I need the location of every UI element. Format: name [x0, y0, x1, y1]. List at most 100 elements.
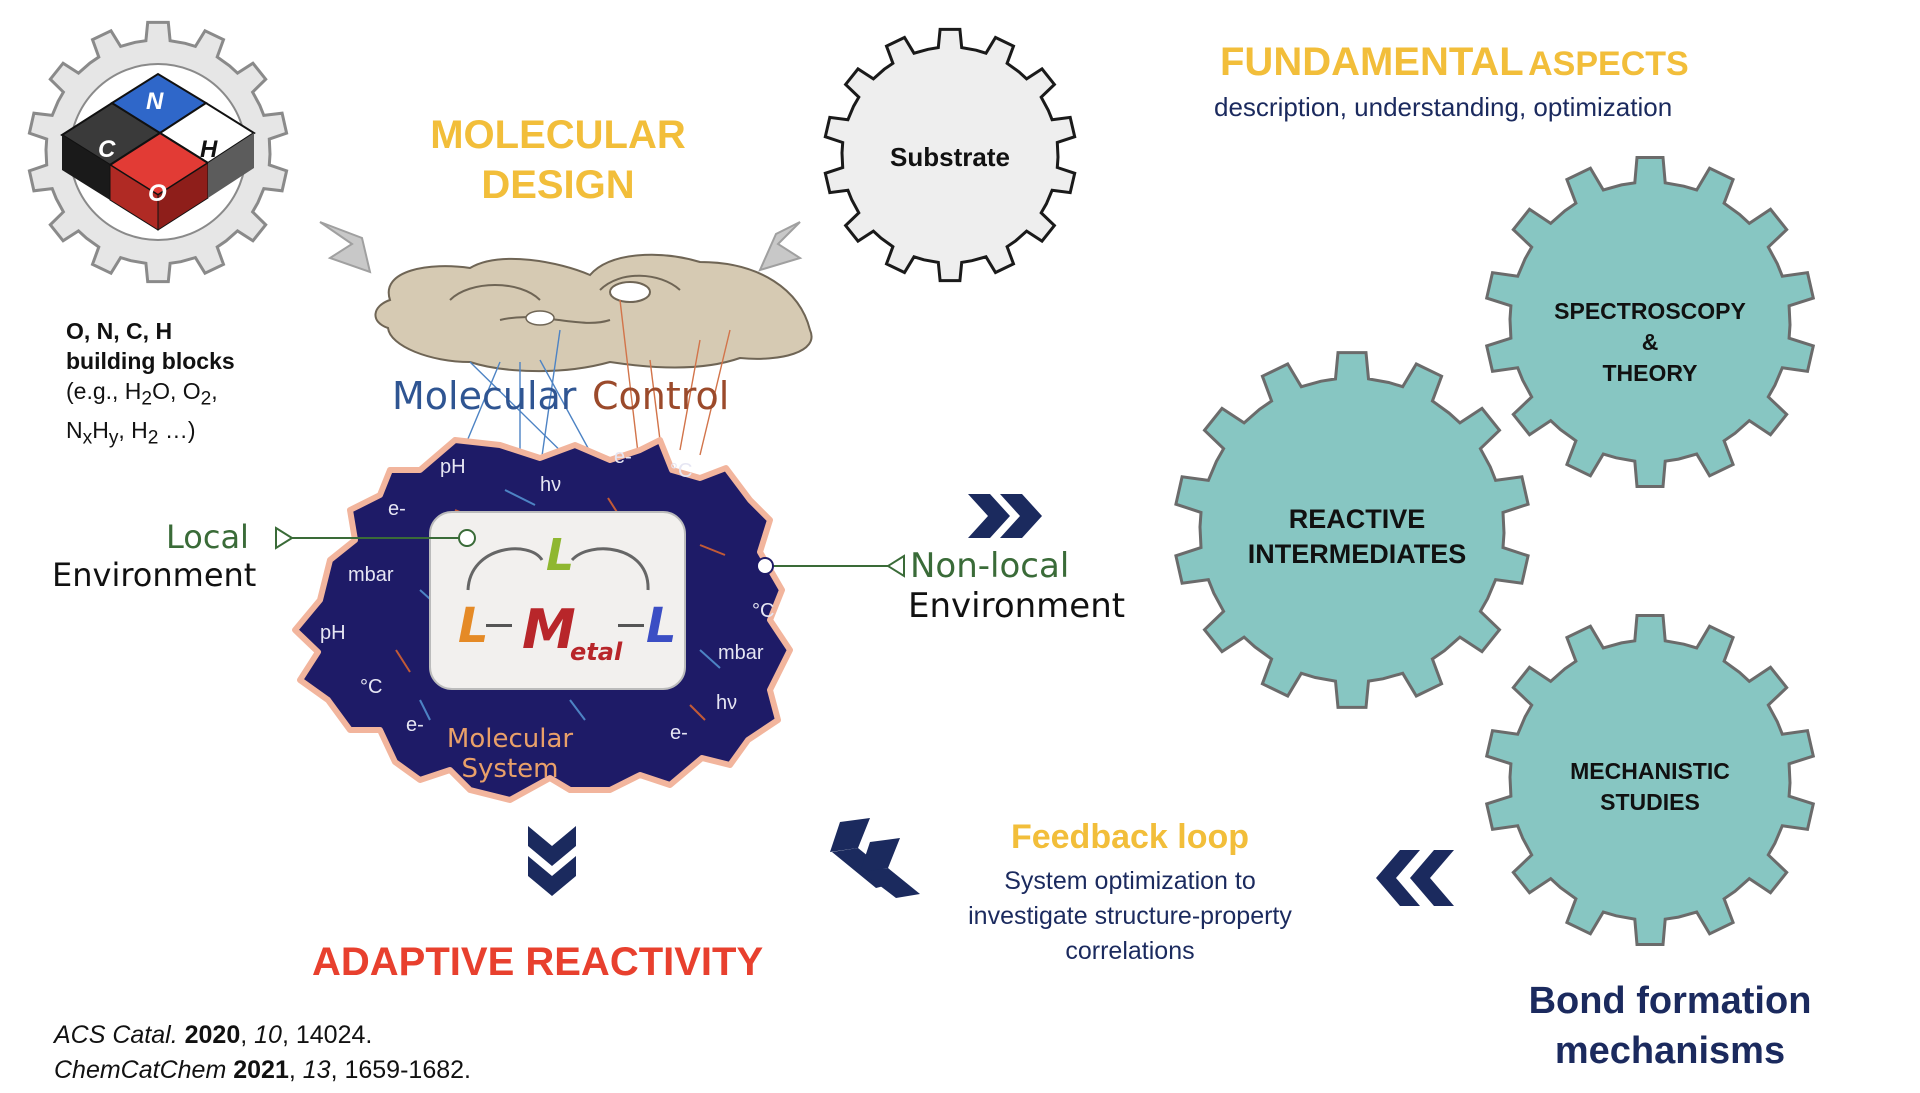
arrow-left-down-icon — [319, 221, 372, 274]
ligand-right: L — [646, 598, 677, 654]
env-label-electron: e- — [388, 498, 406, 520]
bb-text: H — [92, 416, 109, 443]
ref-journal: ACS Catal. — [54, 1021, 178, 1049]
local-environment-connector — [275, 526, 476, 550]
gear-label-line: SPECTROSCOPY — [1554, 298, 1746, 324]
bb-sub: 2 — [147, 427, 159, 449]
molecular-system-label: Molecular System — [430, 724, 590, 784]
bb-sub: 2 — [141, 388, 153, 410]
ref-volume: 13 — [302, 1056, 331, 1084]
molecular-control-word1: Molecular — [392, 374, 577, 418]
spectroscopy-theory-label: SPECTROSCOPY & THEORY — [1520, 296, 1780, 389]
env-label-hv: hν — [540, 474, 562, 496]
molecular-control-word2: Control — [592, 374, 730, 418]
building-blocks-line3: (e.g., H2O, O2, — [66, 376, 235, 415]
spectroscopy-gear — [1484, 156, 1816, 488]
heading-line: DESIGN — [481, 163, 635, 207]
env-label-electron: e- — [406, 714, 424, 736]
ligand-left: L — [458, 598, 489, 654]
building-blocks-line4: NxHy, H2 …) — [66, 415, 235, 454]
env-label-temp: °C — [670, 460, 693, 482]
bb-text: N — [66, 416, 83, 443]
fundamental-subtitle: description, understanding, optimization — [1214, 92, 1673, 122]
fundamental-word: FUNDAMENTAL — [1220, 40, 1524, 84]
fundamental-aspects-heading: FUNDAMENTAL ASPECTS — [1220, 40, 1689, 85]
gear-label-line: INTERMEDIATES — [1247, 539, 1467, 569]
molecular-system-line: System — [461, 754, 559, 784]
gear-label-line: MECHANISTIC — [1570, 758, 1730, 784]
molecule-surface — [374, 253, 813, 372]
substrate-label: Substrate — [890, 142, 1010, 172]
bb-sub: y — [108, 427, 119, 449]
adaptive-reactivity-heading: ADAPTIVE REACTIVITY — [312, 940, 764, 984]
control-lines-orange — [619, 299, 731, 471]
ref-year: 2020 — [184, 1021, 241, 1049]
nonlocal-environment-word1: Non-local — [910, 546, 1070, 586]
ref-sep: , — [288, 1056, 303, 1084]
bb-text: , H — [118, 416, 148, 443]
mechanistic-gear — [1484, 614, 1816, 946]
references: ACS Catal. 2020, 10, 14024. ChemCatChem … — [54, 1018, 471, 1088]
ref-pages: , 1659-1682. — [330, 1056, 471, 1084]
puzzle-letter-n: N — [146, 88, 164, 115]
gear-label-line: STUDIES — [1600, 789, 1700, 815]
reference-2: ChemCatChem 2021, 13, 1659-1682. — [54, 1053, 471, 1088]
gear-label-line: & — [1641, 329, 1659, 355]
feedback-line: System optimization to — [1004, 867, 1256, 895]
env-label-mbar: mbar — [718, 642, 764, 664]
building-blocks-line1: O, N, C, H — [66, 318, 173, 344]
chevrons-right-icon — [968, 494, 1042, 538]
ref-journal: ChemCatChem — [54, 1056, 227, 1084]
gear-label-line: REACTIVE — [1288, 504, 1426, 534]
bond-right — [618, 624, 644, 627]
env-label-electron: e- — [614, 446, 632, 468]
ligand-metal-box — [429, 511, 686, 690]
ref-pages: , 14024. — [281, 1021, 373, 1049]
bond-formation-line: mechanisms — [1554, 1030, 1786, 1072]
ref-sep: , — [240, 1021, 255, 1049]
bond-formation-line: Bond formation — [1528, 980, 1812, 1022]
puzzle-letter-h: H — [200, 136, 218, 163]
ref-year: 2021 — [233, 1056, 289, 1084]
molecular-design-heading: MOLECULAR DESIGN — [408, 110, 708, 210]
feedback-line: investigate structure-property — [968, 902, 1292, 930]
nonlocal-environment-connector — [756, 554, 905, 578]
puzzle-cube-icon — [60, 72, 256, 231]
env-label-temp: °C — [752, 600, 775, 622]
ligand-top: L — [546, 530, 575, 581]
gear-label-line: THEORY — [1602, 360, 1698, 386]
reactive-gear — [1174, 351, 1530, 709]
bb-sub: 2 — [200, 388, 212, 410]
reference-1: ACS Catal. 2020, 10, 14024. — [54, 1018, 471, 1053]
bb-text: (e.g., H — [66, 378, 142, 404]
substrate-gear — [823, 27, 1077, 283]
env-label-hv: hν — [716, 692, 738, 714]
env-label-mbar: mbar — [348, 564, 394, 586]
metal-letter: M — [522, 598, 576, 661]
arrow-right-down-icon — [758, 221, 803, 272]
mechanistic-studies-label: MECHANISTIC STUDIES — [1530, 756, 1770, 818]
metal-subscript: etal — [570, 638, 623, 666]
puzzle-letter-o: O — [148, 180, 167, 207]
env-label-temp: °C — [360, 676, 383, 698]
heading-line: MOLECULAR — [430, 113, 686, 157]
bb-text: O, O — [152, 378, 201, 404]
bb-sub: x — [82, 427, 93, 449]
feedback-loop-title: Feedback loop — [1010, 818, 1250, 856]
env-label-ph: pH — [440, 456, 466, 478]
building-blocks-caption: O, N, C, H building blocks (e.g., H2O, O… — [66, 316, 235, 453]
chevrons-feedback-left-icon — [830, 818, 920, 898]
blob-decoration-lines — [395, 489, 726, 721]
chevrons-left-icon — [1376, 850, 1454, 906]
puzzle-letter-c: C — [98, 136, 116, 163]
aspects-word: ASPECTS — [1528, 45, 1689, 83]
nonlocal-environment-word2: Environment — [908, 586, 1126, 626]
bond-formation-heading: Bond formation mechanisms — [1480, 976, 1860, 1076]
bond-left — [486, 624, 512, 627]
chevrons-down-icon — [528, 826, 576, 896]
local-environment-word1: Local — [166, 518, 249, 556]
local-environment-word2: Environment — [52, 556, 257, 594]
molecular-system-line: Molecular — [446, 724, 574, 754]
env-label-ph: pH — [320, 622, 346, 644]
